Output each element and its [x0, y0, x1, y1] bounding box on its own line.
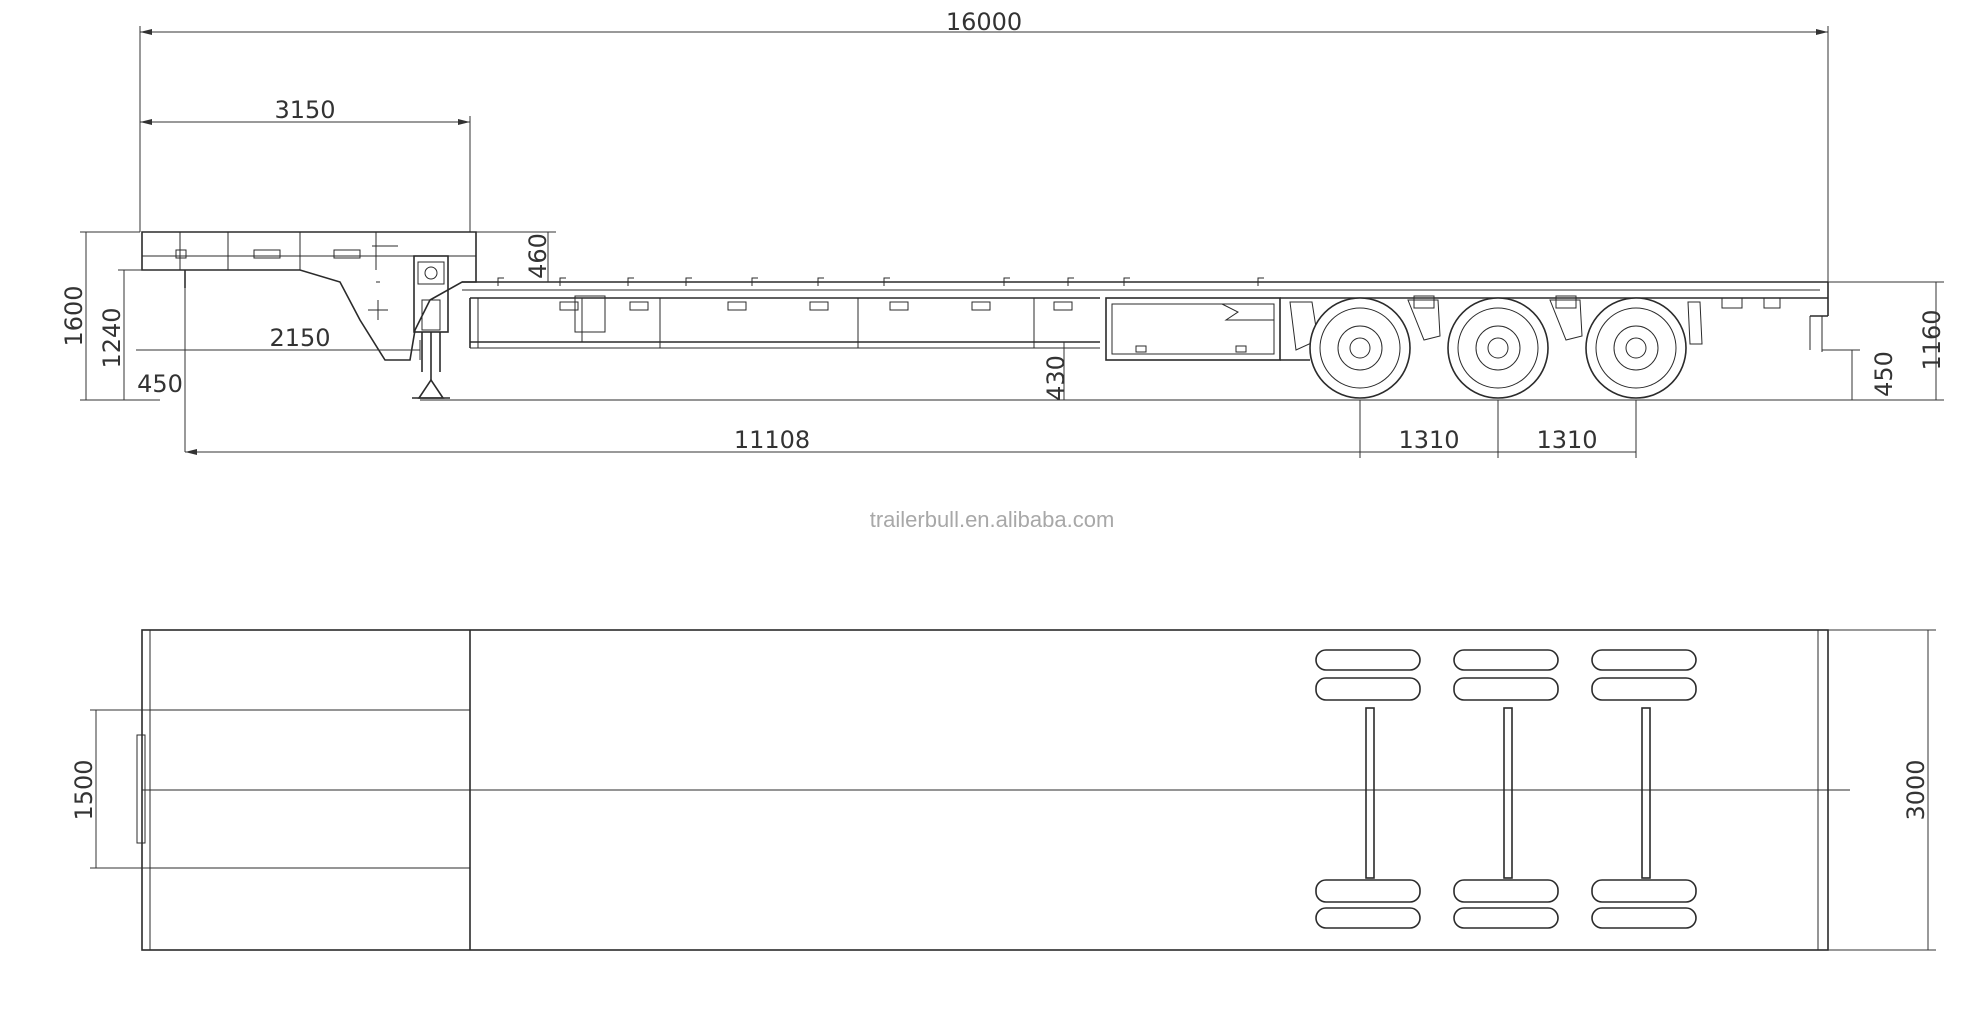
- overall-width-dimension: 3000: [1828, 629, 1936, 951]
- stake-pockets: [497, 277, 1264, 286]
- kingpin-offset-label: 450: [137, 370, 183, 398]
- overall-length-label: 16000: [946, 8, 1022, 36]
- front-width-label: 1500: [70, 759, 98, 820]
- axle-spacing-2-label: 1310: [1536, 426, 1597, 454]
- wheel-axle-2: [1447, 297, 1549, 399]
- kingpin-plate-height-label: 1240: [98, 307, 126, 368]
- axle-top-3: [1591, 649, 1697, 929]
- overall-length-dimension: 16000: [139, 8, 1829, 285]
- axle-top-2: [1453, 649, 1559, 929]
- wheels-side: [1309, 297, 1687, 399]
- lowbed-deck: [462, 277, 1828, 349]
- side-view: 16000 3150: [60, 8, 1946, 458]
- kingpin-to-gooseneck-label: 2150: [269, 324, 330, 352]
- front-height-label: 1600: [60, 285, 88, 346]
- watermark: trailerbull.en.alibaba.com: [870, 507, 1115, 532]
- axles-top: [1315, 649, 1697, 929]
- wheel-axle-1: [1309, 297, 1411, 399]
- rear-height-dimensions: 450 1160: [1700, 281, 1946, 401]
- rear-frame: [1280, 282, 1829, 361]
- gooseneck-length-dimension: 3150: [140, 96, 471, 232]
- kingpin-to-axle-label: 11108: [734, 426, 810, 454]
- axle-dimensions: 11108 1310 1310: [185, 400, 1637, 458]
- kingpin-to-gooseneck-dimension: 2150: [185, 324, 421, 360]
- overall-width-label: 3000: [1902, 759, 1930, 820]
- rear-height-label: 1160: [1918, 309, 1946, 370]
- axle-spacing-1-label: 1310: [1398, 426, 1459, 454]
- gooseneck-step-label: 460: [524, 233, 552, 279]
- landing-gear: [412, 255, 450, 399]
- axle-top-1: [1315, 649, 1421, 929]
- deck-height-label: 430: [1042, 355, 1070, 401]
- gooseneck-length-label: 3150: [274, 96, 335, 124]
- front-height-dimensions: 1600 1240 450: [60, 231, 186, 452]
- deck-height-dimension: 430: [1042, 342, 1070, 401]
- toolbox: [1105, 297, 1281, 361]
- front-width-dimension: 1500: [70, 709, 150, 869]
- rear-lamp-height-label: 450: [1870, 351, 1898, 397]
- lashing-points: [559, 301, 1073, 311]
- wheel-axle-3: [1585, 297, 1687, 399]
- gooseneck-step-dimension: 460: [476, 231, 556, 282]
- top-view: 1500 3000: [70, 629, 1936, 951]
